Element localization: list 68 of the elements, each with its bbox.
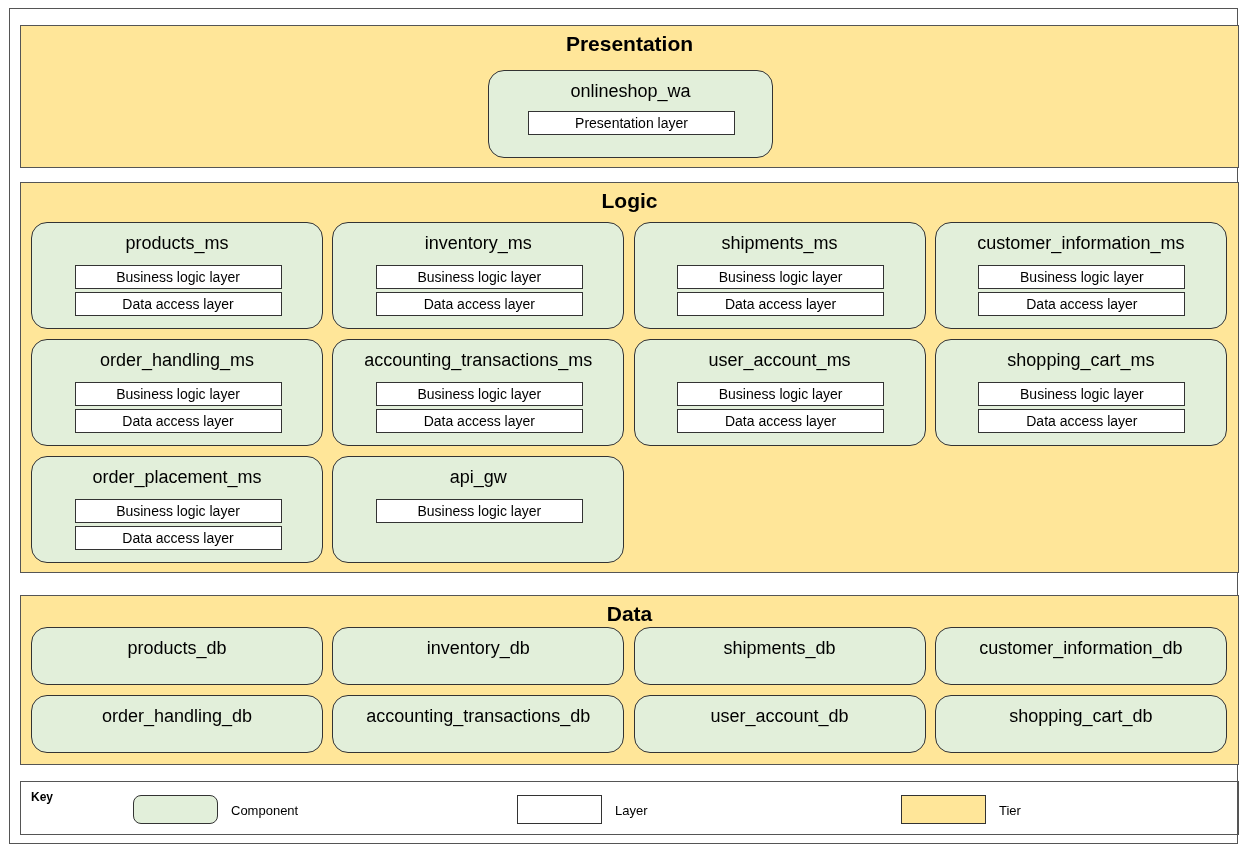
component-title: inventory_db (425, 638, 531, 659)
component-box (633, 222, 926, 329)
layer-box: Business logic layer (74, 499, 282, 523)
component-title: order_handling_db (100, 706, 254, 727)
layer-box: Data access layer (978, 292, 1186, 316)
component-title: order_placement_ms (91, 467, 263, 488)
component-box (934, 339, 1227, 446)
legend-title: Key (31, 790, 53, 804)
component-title: user_account_ms (707, 350, 852, 371)
component-title: customer_information_ms (976, 233, 1186, 254)
component-box (31, 222, 323, 329)
tier-panel (20, 25, 1239, 168)
component-box (934, 627, 1227, 685)
layer-box: Presentation layer (528, 111, 735, 135)
component-box (332, 339, 625, 446)
layer-box: Business logic layer (74, 265, 282, 289)
component-box (934, 695, 1227, 753)
layer-box: Data access layer (375, 409, 583, 433)
layer-box: Data access layer (74, 526, 282, 550)
component-title: inventory_ms (423, 233, 533, 254)
component-title: onlineshop_wa (569, 81, 692, 102)
layer-box: Business logic layer (677, 382, 885, 406)
component-title: order_handling_ms (98, 350, 256, 371)
component-title: shopping_cart_ms (1006, 350, 1156, 371)
component-title: shipments_db (722, 638, 837, 659)
component-box (633, 339, 926, 446)
component-title: shipments_ms (720, 233, 839, 254)
legend-label: Tier (999, 803, 1021, 818)
component-box (633, 627, 926, 685)
layer-box: Data access layer (74, 292, 282, 316)
layer-box: Business logic layer (74, 382, 282, 406)
component-box (633, 695, 926, 753)
layer-box: Data access layer (978, 409, 1186, 433)
layer-box: Business logic layer (677, 265, 885, 289)
component-box (31, 456, 323, 563)
tier-title: Presentation (564, 32, 695, 56)
tier-title: Data (605, 602, 654, 626)
component-title: accounting_transactions_ms (363, 350, 594, 371)
layer-box: Business logic layer (375, 382, 583, 406)
component-box (31, 339, 323, 446)
layer-box: Business logic layer (978, 382, 1186, 406)
layer-box: Business logic layer (978, 265, 1186, 289)
component-title: shopping_cart_db (1008, 706, 1154, 727)
layer-box: Business logic layer (375, 265, 583, 289)
component-title: user_account_db (709, 706, 850, 727)
component-title: api_gw (448, 467, 508, 488)
layer-box: Data access layer (74, 409, 282, 433)
tier-panel (20, 595, 1239, 765)
tier-panel (20, 182, 1239, 573)
component-box (31, 627, 323, 685)
component-box (934, 222, 1227, 329)
layer-box: Data access layer (677, 409, 885, 433)
layer-box: Data access layer (375, 292, 583, 316)
tier-title: Logic (600, 189, 659, 213)
component-box (31, 695, 323, 753)
legend-label: Component (231, 803, 299, 818)
legend-label: Layer (615, 803, 648, 818)
component-box (488, 70, 773, 158)
component-box (332, 695, 625, 753)
component-title: products_db (126, 638, 228, 659)
component-title: accounting_transactions_db (365, 706, 592, 727)
component-title: customer_information_db (978, 638, 1184, 659)
component-title: products_ms (124, 233, 230, 254)
component-box (332, 222, 625, 329)
component-box (332, 456, 625, 563)
component-box (332, 627, 625, 685)
layer-box: Business logic layer (375, 499, 583, 523)
layer-box: Data access layer (677, 292, 885, 316)
